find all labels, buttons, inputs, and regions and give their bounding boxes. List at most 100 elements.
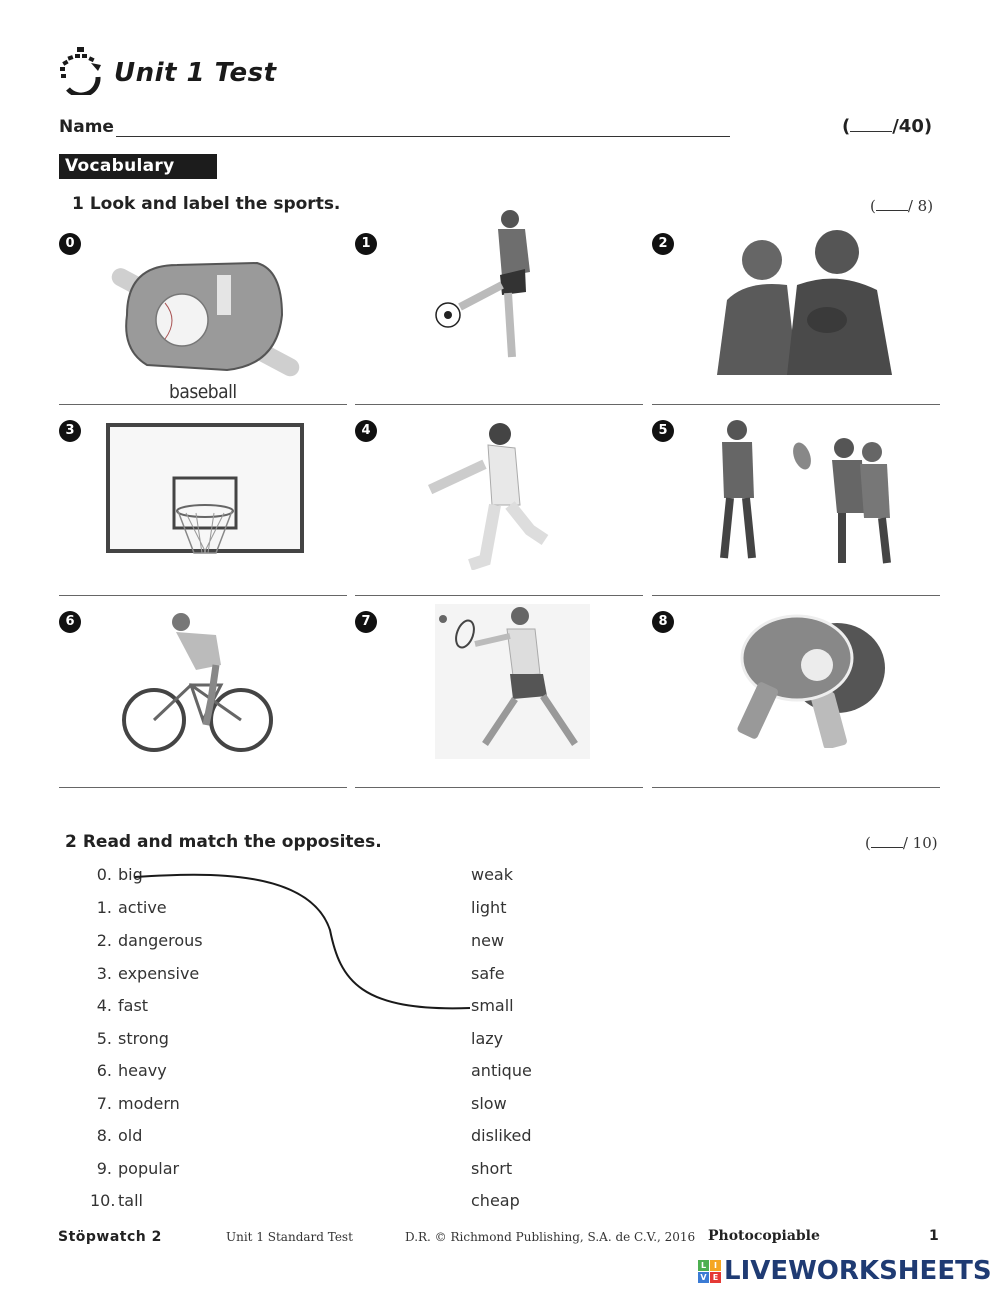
name-label: Name	[59, 117, 114, 137]
score-open: (	[865, 834, 871, 852]
match-left-item[interactable]: 4. fast	[90, 996, 148, 1015]
exercise-1-score-blank[interactable]	[875, 210, 908, 211]
exercise-instruction: Read and match the opposites.	[82, 832, 382, 852]
sport-item-2: 2	[652, 215, 940, 405]
match-right-item[interactable]: new	[471, 931, 505, 950]
answer-line[interactable]	[652, 404, 940, 405]
sport-item-0: 0 baseball	[59, 215, 347, 405]
tennis-player-image	[435, 604, 590, 759]
total-score-blank[interactable]	[850, 131, 893, 132]
total-score: (/40)	[842, 116, 932, 137]
item-word: strong	[118, 1029, 169, 1048]
grid-letter: I	[710, 1259, 721, 1271]
item-number-badge: 1	[355, 233, 377, 255]
item-word: fast	[118, 996, 149, 1015]
match-left-item[interactable]: 7. modern	[90, 1094, 180, 1113]
item-number: 4.	[96, 996, 112, 1015]
item-word: expensive	[118, 964, 200, 983]
item-word: big	[118, 865, 143, 884]
sport-item-5: 5	[652, 406, 940, 596]
match-right-item[interactable]: weak	[471, 865, 513, 884]
grid-letter: L	[698, 1259, 709, 1271]
item-word: popular	[118, 1159, 180, 1178]
item-number: 7.	[96, 1094, 112, 1113]
answer-line[interactable]	[355, 595, 643, 596]
item-number: 8.	[96, 1126, 112, 1145]
answer-text: baseball	[169, 381, 237, 403]
page-number: 1	[929, 1228, 939, 1244]
section-badge-vocabulary: Vocabulary	[59, 154, 217, 179]
item-word: active	[118, 898, 167, 917]
item-number: 5.	[96, 1029, 112, 1048]
footer-copyright: D.R. © Richmond Publishing, S.A. de C.V.…	[405, 1230, 696, 1244]
soccer-player-image	[435, 210, 530, 358]
item-word: dangerous	[118, 931, 203, 950]
sport-item-3: 3	[59, 406, 347, 596]
match-left-item[interactable]: 10.tall	[90, 1191, 143, 1210]
exercise-1-score: (/ 8)	[870, 197, 933, 215]
answer-line[interactable]	[59, 404, 347, 405]
stopwatch-icon	[60, 47, 101, 95]
exercise-2-score-blank[interactable]	[870, 847, 903, 848]
match-left-item[interactable]: 6. heavy	[90, 1061, 167, 1080]
liveworksheets-logo: L I V E LIVEWORKSHEETS	[698, 1256, 992, 1286]
footer-photocopiable: Photocopiable	[708, 1228, 820, 1244]
match-right-item[interactable]: small	[471, 996, 514, 1015]
answer-line[interactable]	[59, 787, 347, 788]
baseball-glove-image	[111, 261, 300, 377]
item-number-badge: 4	[355, 420, 377, 442]
sport-item-1: 1	[355, 210, 643, 405]
match-right-item[interactable]: safe	[471, 964, 505, 983]
sport-item-8: 8	[652, 598, 940, 788]
item-number-badge: 7	[355, 611, 377, 633]
match-left-item[interactable]: 2. dangerous	[90, 931, 203, 950]
exercise-2-score: (/ 10)	[865, 834, 938, 852]
match-left-item[interactable]: 8.old	[90, 1126, 143, 1145]
cricket-batsman-image	[428, 423, 549, 570]
match-left-item[interactable]: 9.popular	[90, 1159, 179, 1178]
item-word: heavy	[118, 1061, 167, 1080]
exercise-instruction: Look and label the sports.	[89, 194, 341, 214]
score-open: (	[842, 116, 851, 137]
american-football-image	[717, 230, 892, 375]
item-number: 6.	[96, 1061, 112, 1080]
match-right-item[interactable]: light	[471, 898, 507, 917]
match-right-item[interactable]: lazy	[471, 1029, 504, 1048]
answer-line[interactable]	[59, 595, 347, 596]
answer-line[interactable]	[355, 404, 643, 405]
grid-letter: V	[698, 1271, 709, 1283]
item-number-badge: 3	[59, 420, 81, 442]
name-input-line[interactable]	[116, 136, 730, 137]
item-number-badge: 2	[652, 233, 674, 255]
item-number: 1.	[96, 898, 112, 917]
item-number: 2.	[96, 931, 112, 950]
match-left-item[interactable]: 0. big	[90, 865, 143, 884]
match-right-item[interactable]: short	[471, 1159, 513, 1178]
match-right-item[interactable]: slow	[471, 1094, 507, 1113]
liveworksheets-grid-icon: L I V E	[698, 1259, 721, 1283]
footer-brand: Stöpwatch 2	[58, 1229, 162, 1245]
footer-test-name: Unit 1 Standard Test	[226, 1230, 353, 1244]
match-right-item[interactable]: antique	[471, 1061, 532, 1080]
match-left-item[interactable]: 5. strong	[90, 1029, 169, 1048]
answer-line[interactable]	[355, 787, 643, 788]
answer-line[interactable]	[652, 787, 940, 788]
rugby-players-image	[720, 420, 891, 564]
match-left-item[interactable]: 3. expensive	[90, 964, 200, 983]
item-number-badge: 8	[652, 611, 674, 633]
sport-item-7: 7	[355, 598, 643, 788]
match-right-item[interactable]: disliked	[471, 1126, 532, 1145]
item-word: modern	[118, 1094, 180, 1113]
match-right-item[interactable]: cheap	[471, 1191, 520, 1210]
match-left-item[interactable]: 1. active	[90, 898, 167, 917]
basketball-hoop-image	[106, 423, 304, 554]
item-number-badge: 0	[59, 233, 81, 255]
item-number: 3.	[96, 964, 112, 983]
grid-letter: E	[710, 1271, 721, 1283]
example-match-line	[134, 873, 471, 1010]
item-number: 0.	[96, 865, 112, 884]
answer-line[interactable]	[652, 595, 940, 596]
item-number-badge: 6	[59, 611, 81, 633]
